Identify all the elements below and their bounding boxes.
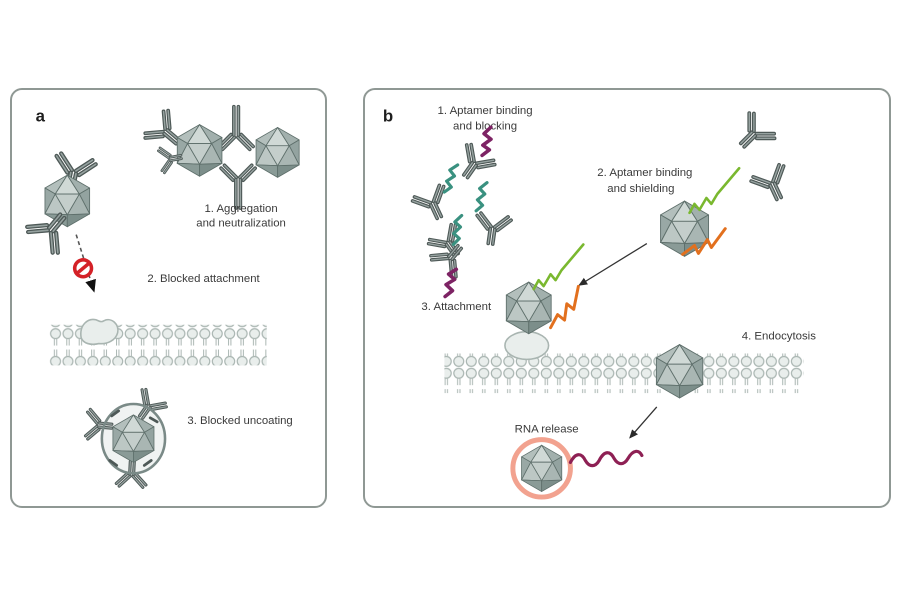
virus-icon (176, 124, 223, 177)
b-step3-label: 3. Attachment (421, 301, 492, 313)
panel-b-label: b (383, 107, 393, 126)
rna-release-label: RNA release (515, 424, 579, 436)
panel-a-label: a (36, 107, 46, 126)
panel-b: b 1. Aptamer binding and blocking 2. Apt… (363, 88, 891, 508)
arrow-icon (629, 406, 658, 439)
uncoating-ring-icon (100, 402, 167, 475)
panel-a: a 1. Aggregation and neutralization 2. B… (10, 88, 327, 508)
antibody-icon (728, 109, 779, 160)
b-step1-label-line1: 1. Aptamer binding (438, 105, 533, 117)
aptamer-green-icon (688, 166, 741, 215)
virus-icon (44, 174, 91, 228)
lipid-bilayer (444, 353, 804, 394)
aptamer-teal-icon (466, 181, 497, 213)
panel-b-canvas: b 1. Aptamer binding and blocking 2. Apt… (383, 105, 816, 500)
virus-icon (255, 127, 300, 178)
rna-strand-icon (568, 449, 644, 468)
step3-label: 3. Blocked uncoating (187, 415, 292, 427)
antibody-icon (219, 163, 257, 210)
antibody-fragment-marks (108, 409, 159, 467)
b-step2-label-line2: and shielding (607, 183, 674, 195)
receptor-icon (504, 330, 550, 361)
arrow-icon (578, 242, 648, 286)
receptor-icon (80, 318, 119, 346)
b-step1-label-line2: and blocking (453, 121, 517, 133)
panel-a-canvas: a 1. Aggregation and neutralization 2. B… (12, 104, 300, 490)
antibody-icon (471, 210, 514, 248)
step1-label-line2: and neutralization (196, 218, 286, 230)
b-step4-label: 4. Endocytosis (742, 331, 816, 343)
antibody-icon (748, 161, 798, 208)
aptamer-purple-icon (435, 267, 466, 299)
blocked-sign-icon (70, 255, 96, 281)
aptamer-green-icon (532, 243, 585, 291)
b-step2-label-line1: 2. Aptamer binding (597, 167, 692, 179)
antibody-icon (217, 104, 255, 152)
step2-label: 2. Blocked attachment (147, 273, 260, 285)
step1-label-line1: 1. Aggregation (204, 203, 277, 215)
virus-icon (505, 281, 552, 335)
